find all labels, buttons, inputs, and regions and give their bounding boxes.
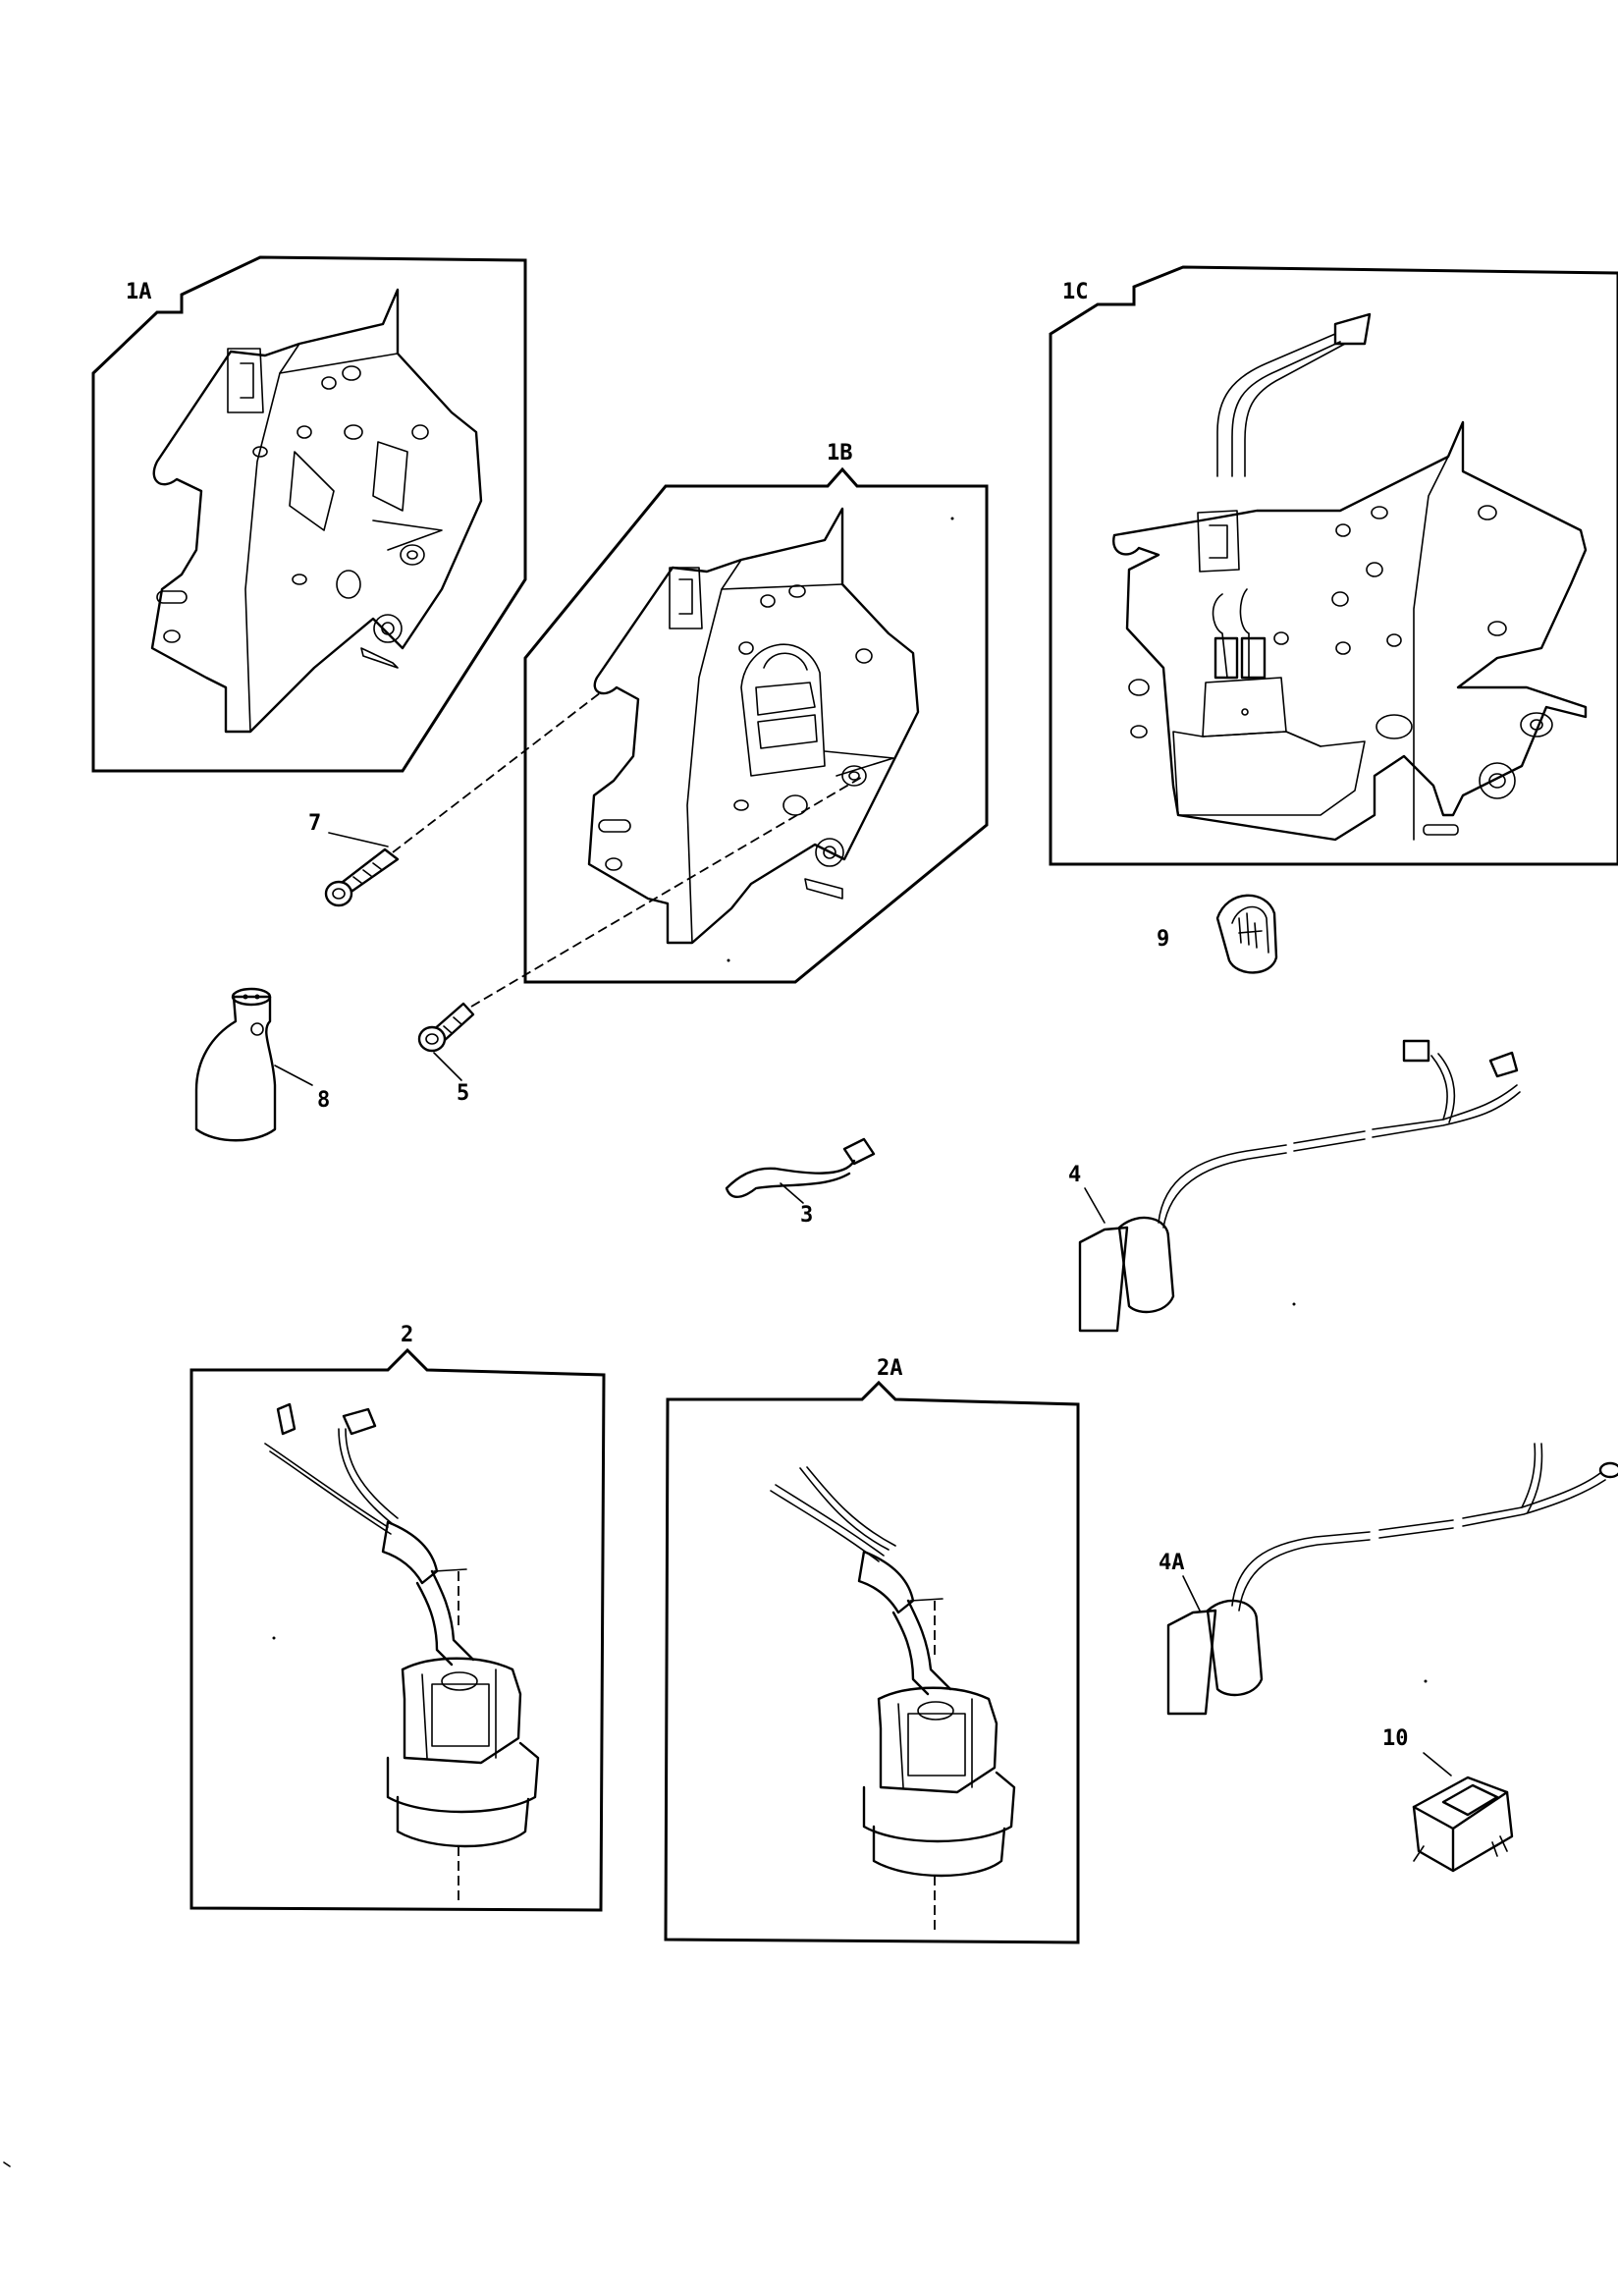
callout-2: 2 bbox=[401, 1323, 413, 1347]
frame-1A bbox=[91, 255, 527, 773]
bracket-1A bbox=[150, 288, 483, 734]
lamp-socket-2 bbox=[264, 1402, 540, 1900]
callout-1A: 1A bbox=[126, 280, 152, 304]
frame-1B bbox=[523, 466, 989, 984]
bracket-1B bbox=[587, 507, 920, 945]
lamp-socket-2A bbox=[770, 1466, 1016, 1930]
callout-3: 3 bbox=[800, 1203, 813, 1228]
group-1C: 1C bbox=[1049, 265, 1618, 866]
group-2: 2 bbox=[189, 1323, 606, 1912]
scan-dot bbox=[1292, 1302, 1296, 1306]
frame-2 bbox=[189, 1347, 606, 1912]
part-9: 9 bbox=[1157, 894, 1278, 974]
part-5: 5 bbox=[417, 775, 865, 1106]
callout-9: 9 bbox=[1157, 927, 1169, 952]
scan-dot bbox=[950, 517, 954, 520]
frame-2A bbox=[664, 1380, 1080, 1944]
part-7: 7 bbox=[308, 691, 602, 907]
part-10: 10 bbox=[1382, 1726, 1514, 1873]
callout-4A: 4A bbox=[1159, 1551, 1185, 1575]
frame-1C bbox=[1049, 265, 1618, 866]
group-2A: 2A bbox=[664, 1356, 1080, 1944]
part-8: 8 bbox=[194, 987, 330, 1142]
callout-5: 5 bbox=[457, 1081, 469, 1106]
part-4A: 4A bbox=[1159, 1443, 1618, 1716]
group-1A: 1A bbox=[91, 255, 527, 773]
scan-dot bbox=[272, 1636, 276, 1640]
callout-1B: 1B bbox=[827, 441, 853, 465]
scan-dot bbox=[1424, 1679, 1428, 1683]
scan-dot bbox=[727, 958, 730, 962]
callout-7: 7 bbox=[308, 811, 321, 836]
scan-mark bbox=[3, 2161, 11, 2167]
callout-10: 10 bbox=[1382, 1726, 1409, 1751]
callout-1C: 1C bbox=[1062, 280, 1089, 304]
callout-8: 8 bbox=[317, 1088, 330, 1113]
callout-4: 4 bbox=[1068, 1163, 1081, 1187]
bracket-1C bbox=[1112, 312, 1588, 842]
part-3: 3 bbox=[725, 1137, 876, 1228]
group-1B: 1B bbox=[523, 441, 989, 984]
callout-2A: 2A bbox=[877, 1356, 903, 1381]
part-4: 4 bbox=[1068, 1039, 1521, 1333]
